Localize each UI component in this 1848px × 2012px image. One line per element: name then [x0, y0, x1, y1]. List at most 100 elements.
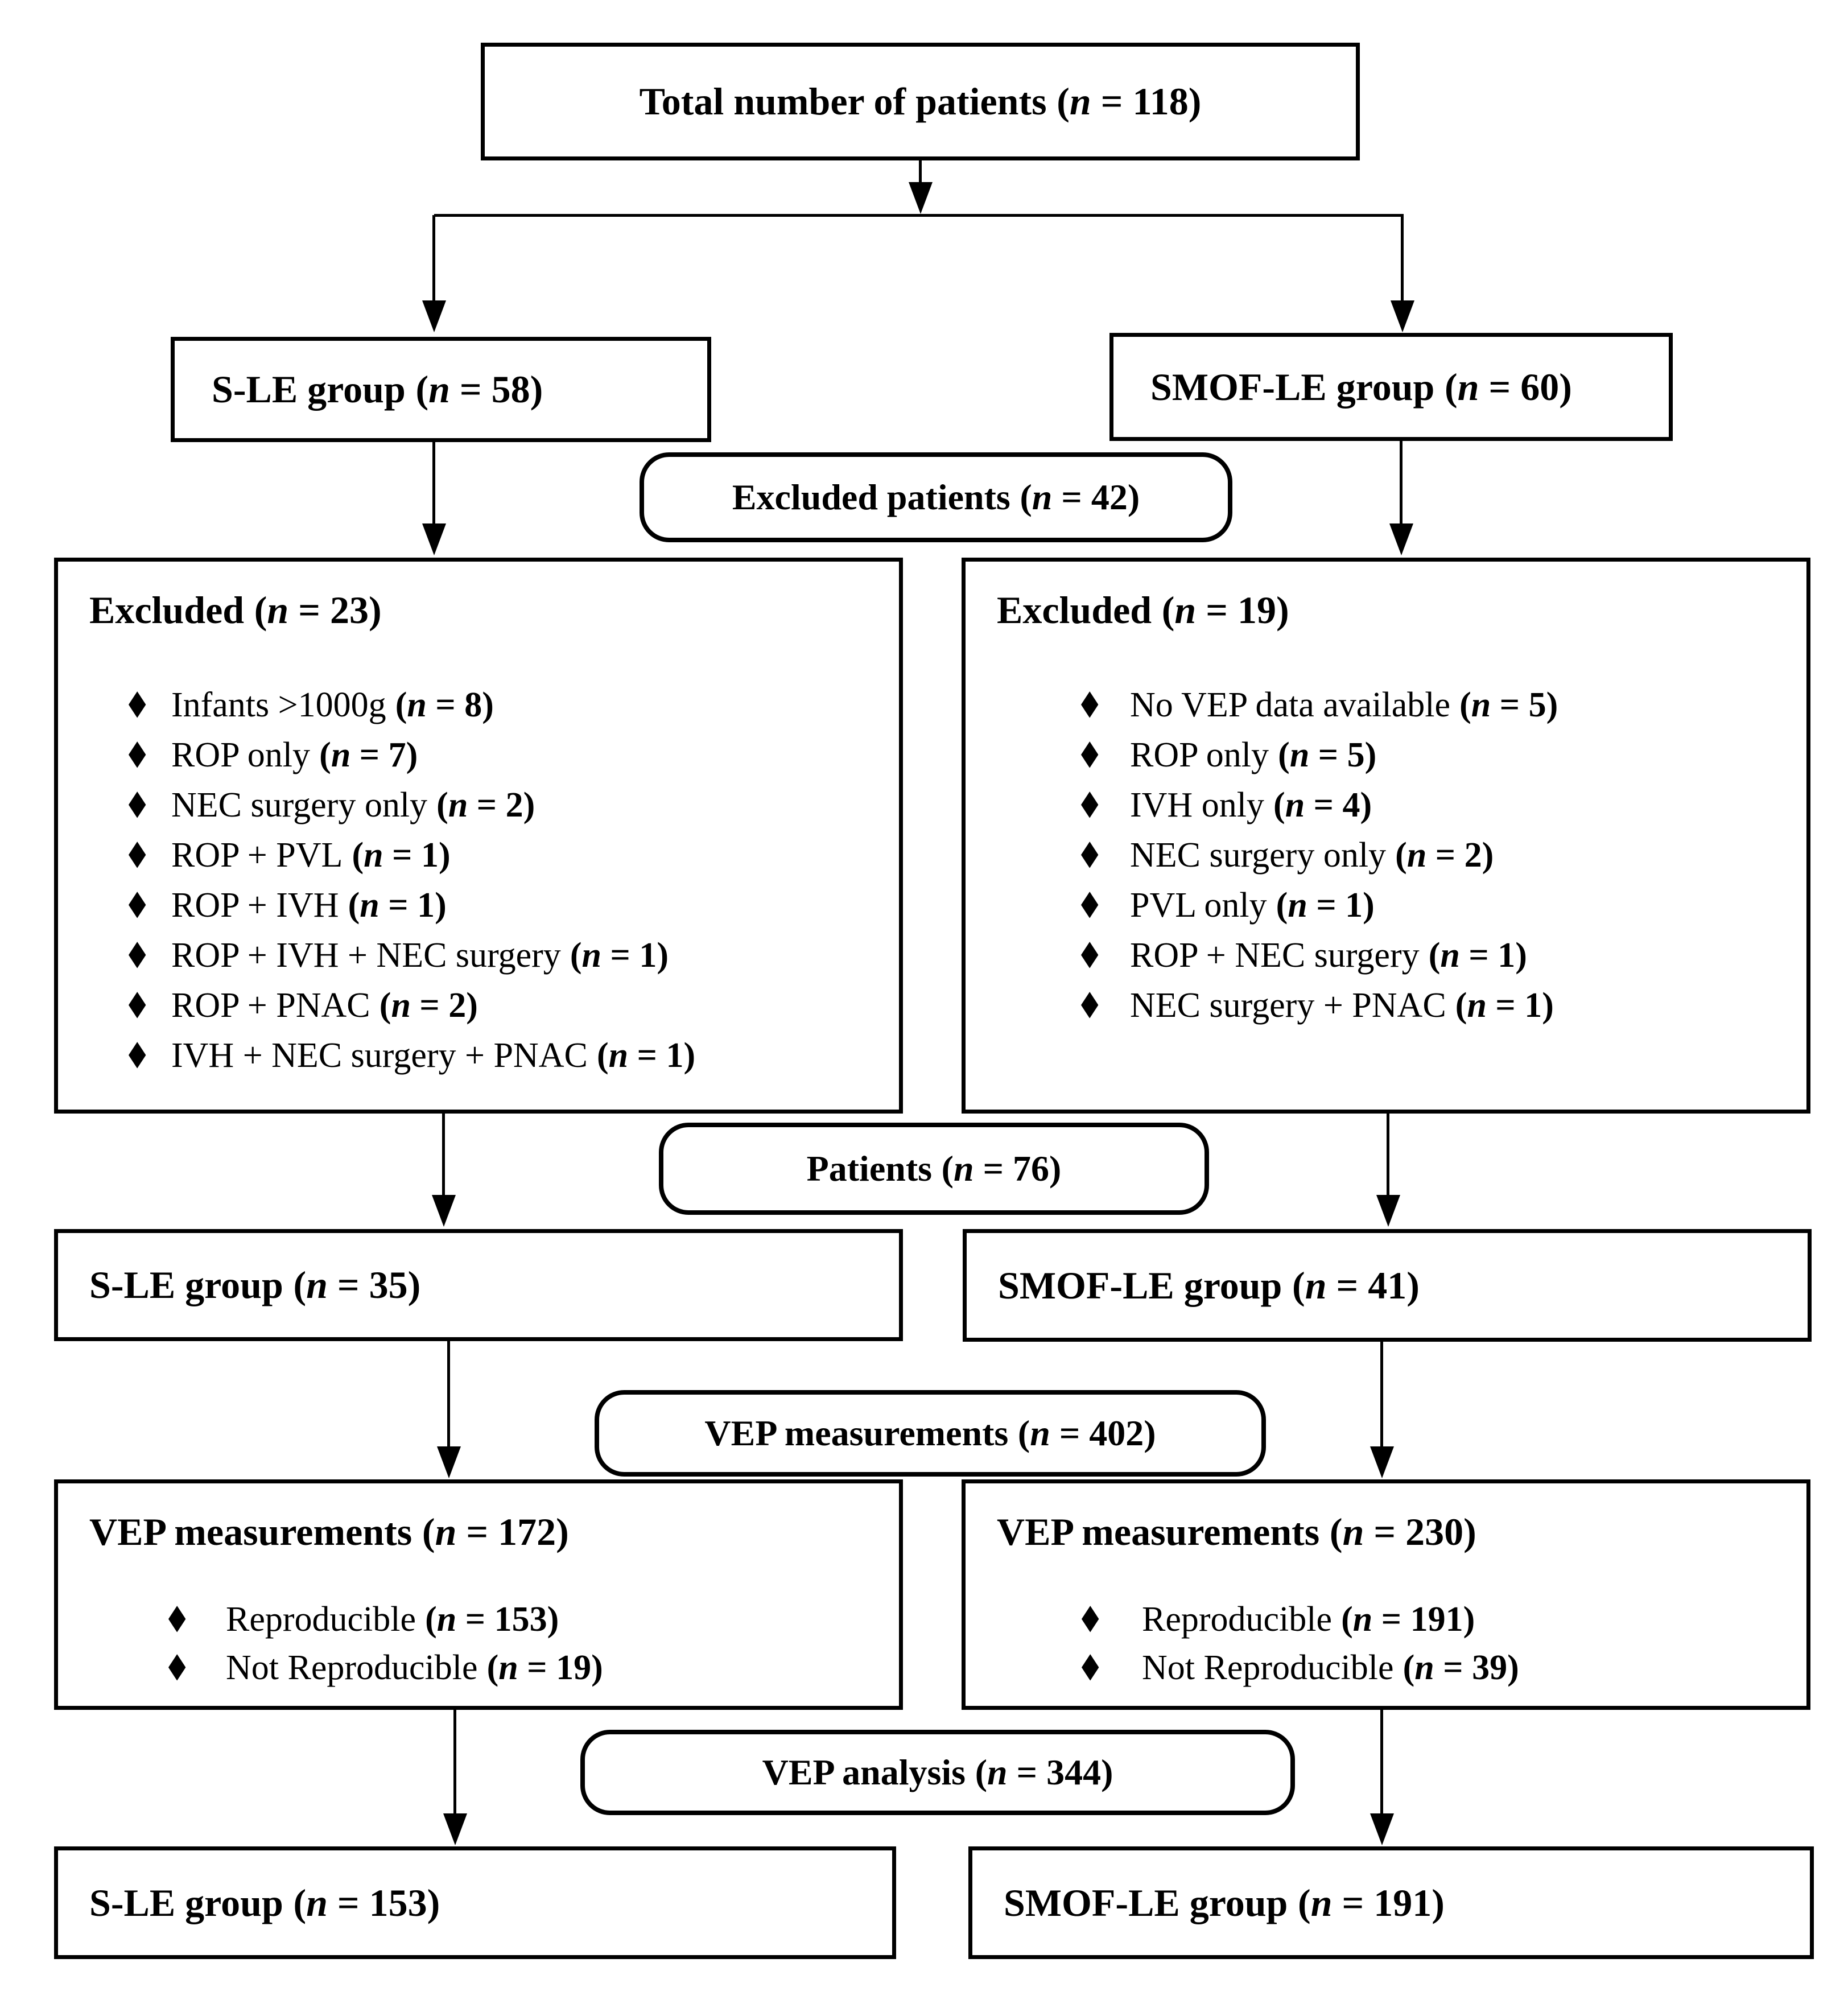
node-smof-group-41: SMOF-LE group(n = 41) [963, 1229, 1812, 1342]
arrow-down-icon [443, 1813, 467, 1845]
list-item: ♦Not Reproducible(n = 19) [163, 1647, 603, 1689]
n-count: (n = 42) [1020, 476, 1140, 517]
n-count: (n = 2) [379, 986, 478, 1025]
node-title: Excluded(n = 23) [89, 588, 382, 632]
node-vep-analysis-344: VEP analysis(n = 344) [580, 1730, 1295, 1815]
node-label: SMOF-LE group(n = 41) [998, 1263, 1420, 1307]
node-title: VEP measurements(n = 172) [89, 1510, 569, 1553]
list-item: ♦ROP + PVL (n = 1) [123, 834, 451, 877]
node-smof-group-60: SMOF-LE group(n = 60) [1109, 333, 1673, 441]
arrow-down-icon [909, 182, 933, 214]
node-excluded-patients-42: Excluded patients(n = 42) [640, 452, 1232, 542]
list-item: ♦Reproducible(n = 153) [163, 1598, 559, 1641]
n-count: (n = 76) [941, 1148, 1062, 1189]
reproducibility-list: ♦Reproducible(n = 153) ♦Not Reproducible… [163, 1595, 603, 1692]
diamond-bullet-icon: ♦ [123, 733, 151, 777]
diamond-bullet-icon: ♦ [1076, 1598, 1104, 1641]
n-count: (n = 35) [293, 1263, 421, 1307]
n-count: (n = 172) [422, 1510, 569, 1553]
node-patients-76: Patients(n = 76) [659, 1123, 1209, 1215]
list-item: ♦NEC surgery + PNAC(n = 1) [1076, 984, 1554, 1027]
n-count: (n = 191) [1298, 1881, 1445, 1924]
node-excluded-sle-23: Excluded(n = 23) ♦Infants >1000g(n = 8) … [54, 558, 903, 1114]
node-title: VEP measurements(n = 230) [997, 1510, 1476, 1553]
connector-branch-to-sle [432, 215, 435, 302]
diamond-bullet-icon: ♦ [1076, 884, 1104, 927]
connector-smof41-to-vep230 [1380, 1341, 1383, 1448]
diamond-bullet-icon: ♦ [1076, 733, 1104, 777]
list-item: ♦IVH only(n = 4) [1076, 784, 1372, 827]
n-count: (n = 1) [352, 835, 451, 875]
connector-sle58-to-excluded [432, 441, 435, 525]
n-count: (n = 5) [1278, 735, 1377, 774]
list-item: ♦IVH + NEC surgery + PNAC(n = 1) [123, 1034, 696, 1077]
connector-vep172-to-sle153 [453, 1710, 456, 1815]
node-total-patients: Total number of patients(n = 118) [481, 43, 1360, 160]
node-label: Patients(n = 76) [806, 1148, 1062, 1189]
n-count: (n = 19) [1161, 588, 1289, 632]
arrow-down-icon [437, 1446, 461, 1478]
list-item: ♦Reproducible(n = 191) [1076, 1598, 1475, 1641]
connector-excluded-to-smof41 [1387, 1112, 1389, 1196]
connector-branch-to-smof [1401, 215, 1404, 302]
diamond-bullet-icon: ♦ [1076, 834, 1104, 877]
list-item: ♦NEC surgery only(n = 2) [123, 784, 535, 827]
n-count: (n = 153) [425, 1600, 559, 1639]
n-count: (n = 153) [293, 1881, 440, 1924]
exclusion-list: ♦Infants >1000g(n = 8) ♦ROP only(n = 7) … [123, 680, 695, 1081]
diamond-bullet-icon: ♦ [1076, 1647, 1104, 1689]
node-vep-measurements-172: VEP measurements(n = 172) ♦Reproducible(… [54, 1479, 903, 1710]
diamond-bullet-icon: ♦ [163, 1598, 191, 1641]
list-item: ♦PVL only(n = 1) [1076, 884, 1375, 927]
n-count: (n = 39) [1402, 1648, 1519, 1687]
list-item: ♦Not Reproducible(n = 39) [1076, 1647, 1519, 1689]
node-excluded-smof-19: Excluded(n = 19) ♦No VEP data available(… [962, 558, 1810, 1114]
diamond-bullet-icon: ♦ [1076, 934, 1104, 977]
arrow-down-icon [1391, 300, 1414, 332]
arrow-down-icon [1370, 1813, 1394, 1845]
node-label: Excluded patients(n = 42) [732, 476, 1140, 517]
n-count: (n = 4) [1273, 785, 1372, 824]
arrow-down-icon [1389, 523, 1413, 555]
n-count: (n = 1) [596, 1036, 696, 1075]
node-sle-group-153: S-LE group(n = 153) [54, 1846, 896, 1959]
arrow-down-icon [1376, 1195, 1400, 1227]
n-count: (n = 7) [319, 735, 418, 774]
exclusion-list: ♦No VEP data available(n = 5) ♦ROP only(… [1076, 680, 1558, 1030]
n-count: (n = 1) [570, 935, 669, 975]
node-sle-group-58: S-LE group(n = 58) [171, 337, 711, 442]
list-item: ♦No VEP data available(n = 5) [1076, 683, 1558, 727]
n-count: (n = 8) [395, 685, 494, 724]
n-count: (n = 1) [1455, 986, 1554, 1025]
n-count: (n = 1) [348, 885, 447, 925]
arrow-down-icon [432, 1195, 456, 1227]
list-item: ♦NEC surgery only(n = 2) [1076, 834, 1494, 877]
list-item: ♦Infants >1000g(n = 8) [123, 683, 494, 727]
arrow-down-icon [1370, 1446, 1394, 1478]
node-label: VEP analysis(n = 344) [762, 1751, 1113, 1792]
connector-vep230-to-smof191 [1380, 1710, 1383, 1815]
diamond-bullet-icon: ♦ [1076, 683, 1104, 727]
node-smof-group-191: SMOF-LE group(n = 191) [968, 1846, 1814, 1959]
node-vep-measurements-230: VEP measurements(n = 230) ♦Reproducible(… [962, 1479, 1810, 1710]
list-item: ♦ROP + IVH + NEC surgery(n = 1) [123, 934, 669, 977]
node-label: SMOF-LE group(n = 191) [1004, 1881, 1445, 1924]
n-count: (n = 2) [1395, 835, 1494, 875]
n-count: (n = 344) [975, 1751, 1113, 1792]
n-count: (n = 19) [486, 1648, 603, 1687]
node-label: S-LE group(n = 153) [89, 1881, 440, 1924]
n-count: (n = 230) [1329, 1510, 1476, 1553]
reproducibility-list: ♦Reproducible(n = 191) ♦Not Reproducible… [1076, 1595, 1519, 1692]
list-item: ♦ROP + IVH (n = 1) [123, 884, 447, 927]
node-label: Total number of patients(n = 118) [639, 80, 1202, 123]
connector-excluded-to-sle35 [442, 1112, 445, 1196]
node-label: S-LE group(n = 58) [212, 368, 543, 411]
diamond-bullet-icon: ♦ [1076, 784, 1104, 827]
node-label: S-LE group(n = 35) [89, 1263, 421, 1307]
connector-total-to-branch [919, 159, 922, 189]
diamond-bullet-icon: ♦ [1076, 984, 1104, 1027]
list-item: ♦ROP + PNAC(n = 2) [123, 984, 478, 1027]
diamond-bullet-icon: ♦ [123, 984, 151, 1027]
diamond-bullet-icon: ♦ [163, 1647, 191, 1689]
